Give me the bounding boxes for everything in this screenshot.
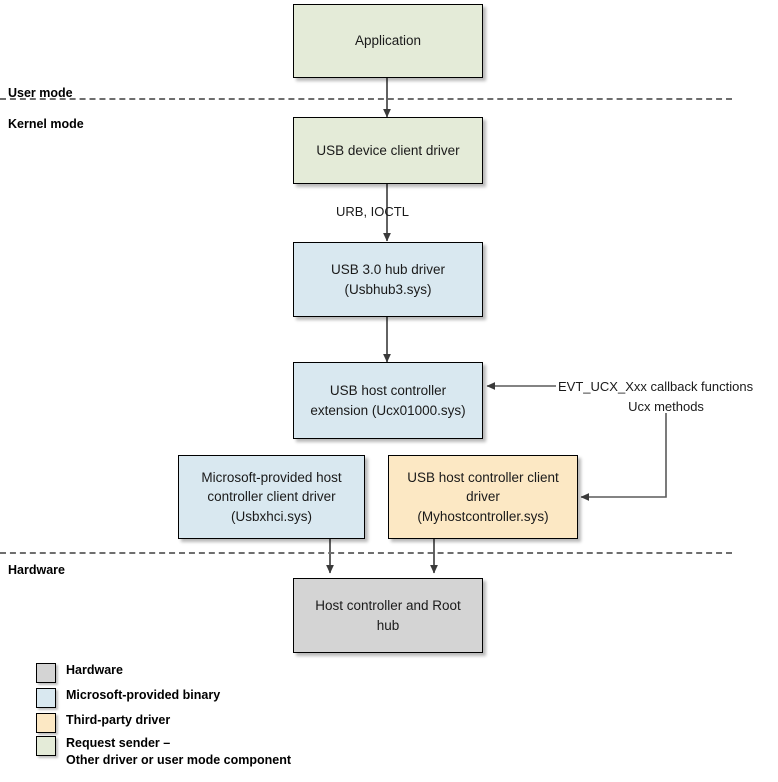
- node-usbxhci-client-driver-label: Microsoft-provided host controller clien…: [201, 469, 342, 524]
- node-usb-device-client-driver[interactable]: USB device client driver: [293, 117, 483, 184]
- node-usb-hub-driver-label: USB 3.0 hub driver (Usbhub3.sys): [330, 261, 446, 297]
- legend-item-third-party-driver: Third-party driver: [36, 712, 456, 733]
- divider-user-kernel: [0, 98, 732, 100]
- legend-swatch-third-party-driver: [36, 713, 56, 733]
- node-myhostcontroller-client-driver[interactable]: USB host controller client driver (Myhos…: [388, 455, 578, 539]
- connector-ucx-methods-to-client-driver: [580, 413, 667, 501]
- node-application[interactable]: Application: [293, 4, 483, 78]
- label-kernel-mode: Kernel mode: [8, 117, 84, 131]
- legend-swatch-hardware: [36, 663, 56, 683]
- legend-item-microsoft-binary: Microsoft-provided binary: [36, 687, 456, 708]
- edge-label-urb-ioctl: URB, IOCTL: [336, 204, 409, 219]
- legend-swatch-request-sender: [36, 736, 56, 756]
- node-ucx-extension[interactable]: USB host controller extension (Ucx01000.…: [293, 362, 483, 439]
- legend: Hardware Microsoft-provided binary Third…: [36, 662, 456, 772]
- label-hardware: Hardware: [8, 563, 65, 577]
- legend-label-request-sender: Request sender – Other driver or user mo…: [66, 736, 292, 767]
- legend-label-microsoft-binary: Microsoft-provided binary: [66, 688, 221, 702]
- legend-label-third-party-driver: Third-party driver: [66, 713, 171, 727]
- node-usb-hub-driver[interactable]: USB 3.0 hub driver (Usbhub3.sys): [293, 242, 483, 317]
- legend-item-hardware: Hardware: [36, 662, 456, 683]
- node-application-label: Application: [354, 33, 422, 49]
- legend-item-request-sender: Request sender – Other driver or user mo…: [36, 735, 456, 768]
- node-usbxhci-client-driver[interactable]: Microsoft-provided host controller clien…: [178, 455, 365, 539]
- node-ucx-extension-label: USB host controller extension (Ucx01000.…: [310, 382, 466, 418]
- label-user-mode: User mode: [8, 86, 73, 100]
- edge-label-ucx-methods: Ucx methods: [628, 399, 704, 414]
- divider-kernel-hardware: [0, 552, 732, 554]
- node-host-controller-root-hub-label: Host controller and Root hub: [315, 597, 461, 633]
- legend-swatch-microsoft-binary: [36, 688, 56, 708]
- node-myhostcontroller-client-driver-label: USB host controller client driver (Myhos…: [407, 469, 559, 524]
- edge-label-ucx-callback-functions: EVT_UCX_Xxx callback functions: [558, 379, 754, 394]
- node-host-controller-root-hub[interactable]: Host controller and Root hub: [293, 578, 483, 653]
- legend-label-hardware: Hardware: [66, 663, 123, 677]
- node-usb-device-client-driver-label: USB device client driver: [316, 142, 460, 158]
